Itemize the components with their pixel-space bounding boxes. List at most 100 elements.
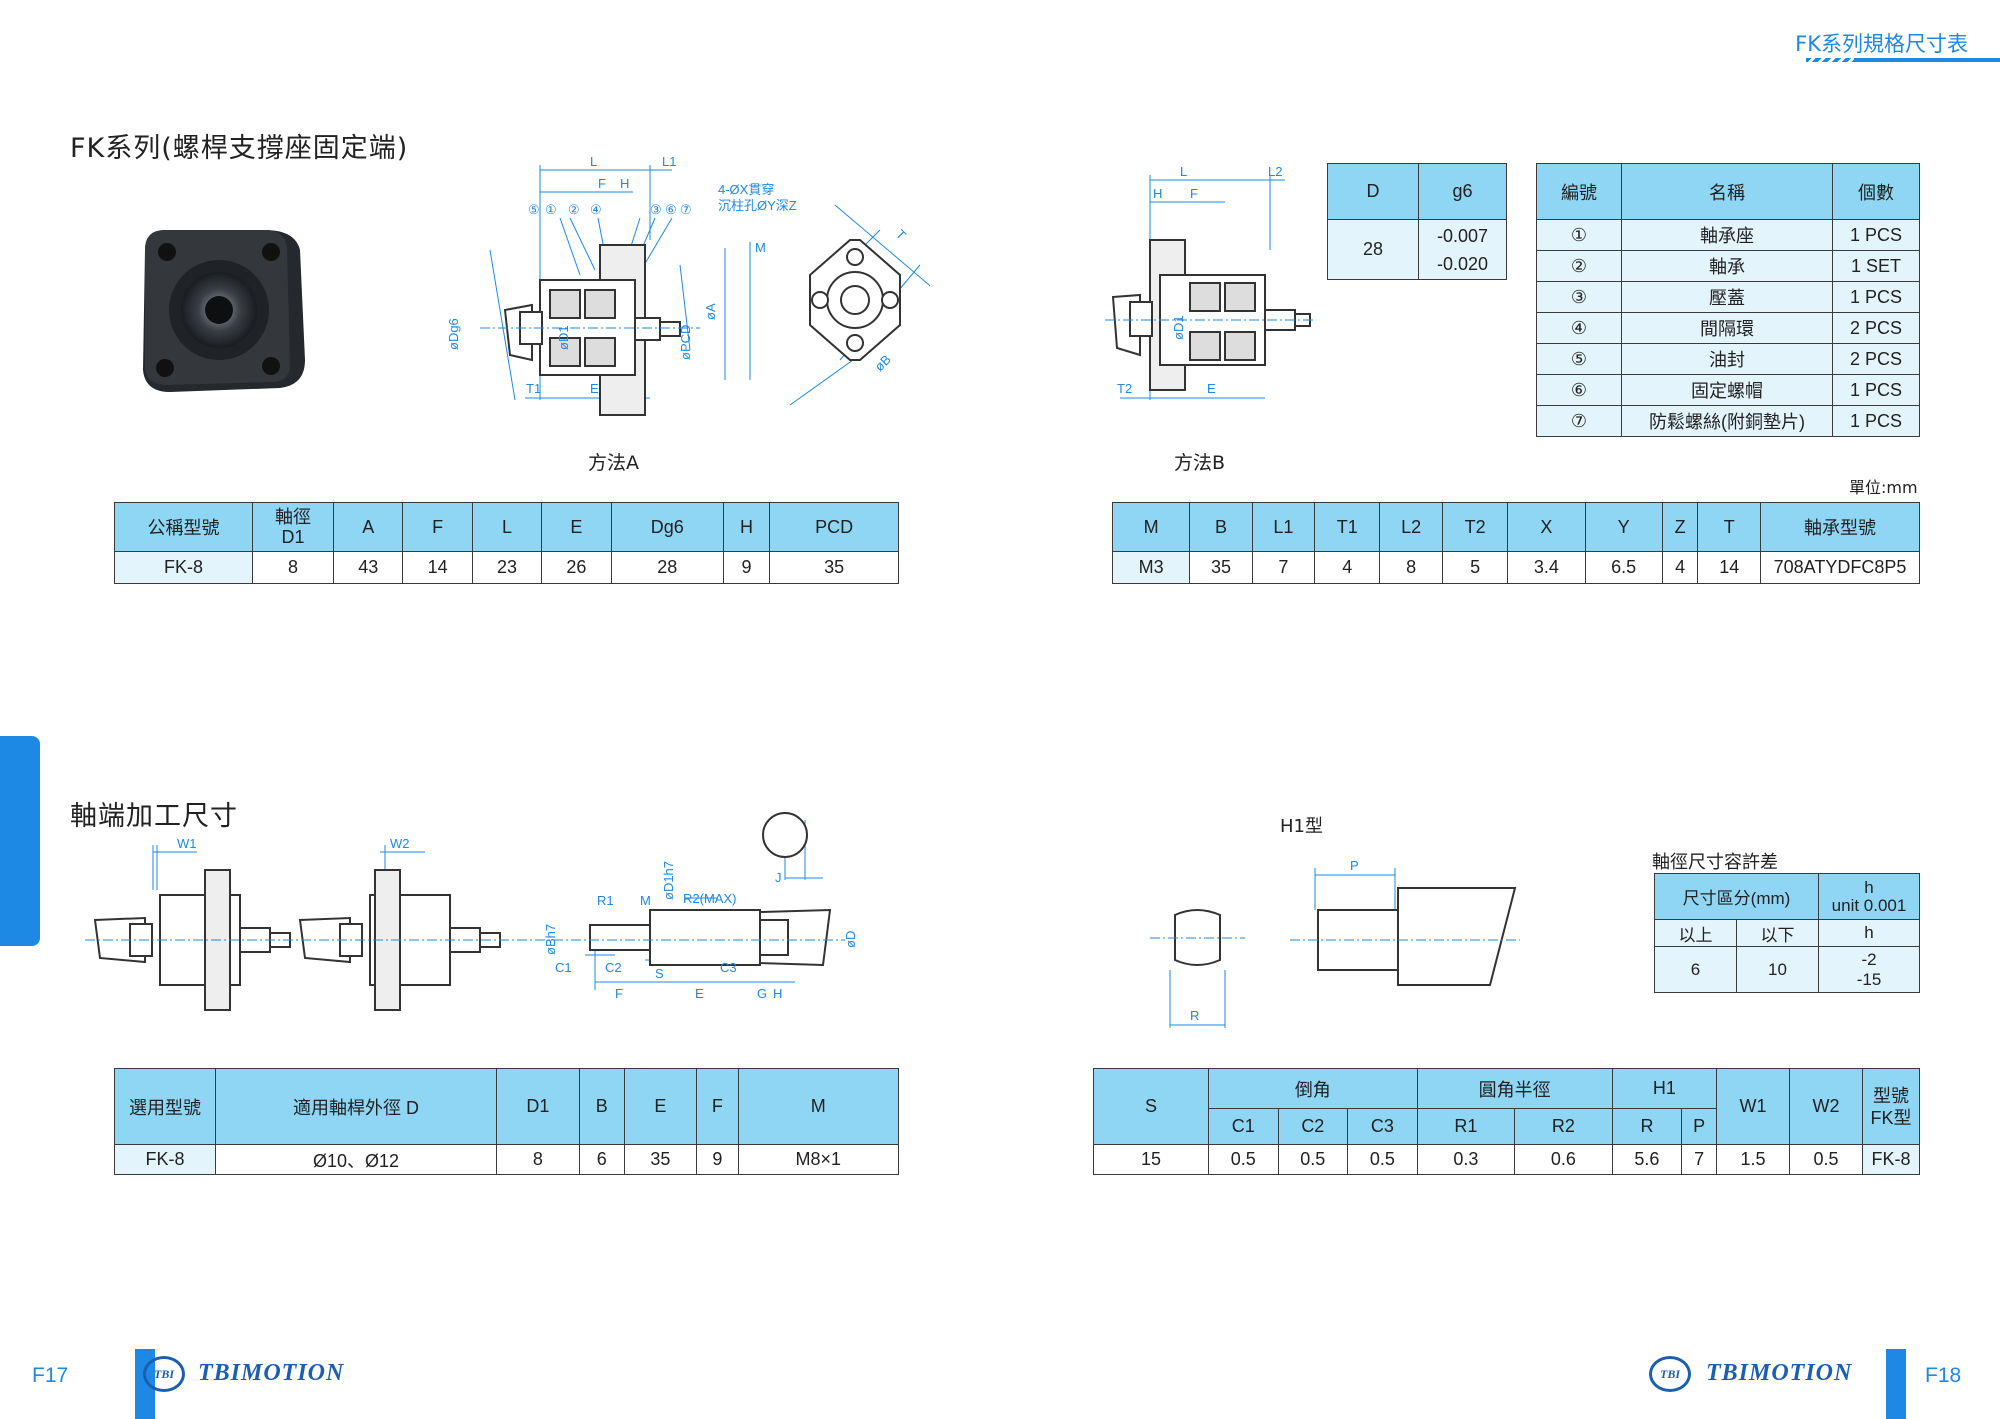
drawing-method-a: L L1 F H T1 E ⑤ ① ② ④ ③ ⑥ ⑦ 4-ØX貫穿 沉柱孔ØY… [446,154,930,416]
dims-table-2: M B L1 T1 L2 T2 X Y Z T 軸承型號 M3 35 7 4 8… [1111,502,1920,584]
product-photo [143,230,305,392]
svg-text:E: E [1207,381,1216,396]
th-w1: W1 [1716,1068,1790,1145]
svg-text:P: P [1350,858,1359,873]
th-pcd: PCD [769,502,899,552]
cell-pcd: 35 [769,551,899,584]
cell-l1: 7 [1251,551,1316,584]
sub-h: h [1818,919,1920,947]
svg-text:L: L [1180,164,1187,179]
dims-table-4: S 倒角 圓角半徑 H1 W1 W2 型號 FK型 C1 C2 C3 R1 R2… [1093,1068,1920,1175]
dims-table-1: 公稱型號 軸徑 D1 A F L E Dg6 H PCD FK-8 8 43 1… [114,502,899,584]
part-no: ④ [1536,312,1622,344]
svg-text:J: J [775,870,782,885]
svg-text:øPCD: øPCD [678,325,693,360]
th-select-model: 選用型號 [114,1068,216,1145]
part-no: ③ [1536,281,1622,313]
cell-m: M8×1 [737,1144,900,1175]
th-f: F [402,502,473,552]
svg-text:W1: W1 [177,836,197,851]
th-r: R [1611,1108,1683,1145]
part-name: 軸承 [1621,250,1833,282]
tol-lower: -0.020 [1436,253,1489,274]
cell-h-upper: -2 [1861,949,1877,969]
cell-m: M3 [1111,551,1191,584]
cell-x: 3.4 [1507,551,1586,584]
th-f: F [696,1068,739,1145]
cell-z: 4 [1661,551,1699,584]
th-t2: T2 [1441,502,1509,552]
svg-text:C2: C2 [605,960,622,975]
cell-r2: 0.6 [1514,1144,1613,1175]
th-e: E [623,1068,698,1145]
cell-dg6: 28 [610,551,724,584]
svg-text:④: ④ [590,202,602,217]
th-a: A [332,502,404,552]
th-s: S [1093,1068,1209,1145]
th-d1: D1 [496,1068,580,1145]
svg-text:沉柱孔ØY深Z: 沉柱孔ØY深Z [718,198,797,213]
svg-text:R1: R1 [597,893,614,908]
brand-name-right: TBIMOTION [1706,1360,1853,1386]
th-l2: L2 [1379,502,1443,552]
th-r1: R1 [1416,1108,1516,1145]
shaft-tol-title: 軸徑尺寸容許差 [1652,852,1778,873]
svg-text:③: ③ [650,202,662,217]
caption-h1-type: H1型 [1280,816,1323,837]
svg-text:S: S [655,966,664,981]
cell-bearing: 708ATYDFC8P5 [1760,551,1920,584]
th-unit: unit 0.001 [1831,895,1907,915]
cell-b: 6 [578,1144,625,1175]
th-e: E [541,502,612,552]
part-qty: 2 PCS [1832,343,1920,375]
drawing-shaft-end: W1 W2 R1 M R2(MAX) C1 C2 S C3 F E G H J … [85,812,858,1011]
svg-text:T2: T2 [1117,381,1132,396]
svg-text:L1: L1 [662,154,676,169]
svg-text:①: ① [545,202,557,217]
th-type: 型號 FK型 [1862,1068,1920,1145]
header-title: FK系列規格尺寸表 [1795,32,1968,56]
svg-text:F: F [615,986,623,1001]
svg-text:øD: øD [843,931,858,948]
cell-l2: 8 [1379,551,1443,584]
drawing-method-b: L L2 H F T2 E øD1 [1105,164,1315,400]
th-d1: 軸徑 D1 [252,502,334,552]
svg-text:H: H [1153,186,1162,201]
cell-r: 5.6 [1611,1144,1683,1175]
cell-t1: 4 [1314,551,1381,584]
th-y: Y [1584,502,1663,552]
th-l: L [471,502,543,552]
part-no: ② [1536,250,1622,282]
svg-text:M: M [755,240,766,255]
cell-h-lower: -15 [1856,969,1882,989]
side-tab-label: 螺桿支撐座 [10,830,32,925]
part-no: ⑦ [1536,405,1622,437]
svg-text:R2(MAX): R2(MAX) [683,891,736,906]
svg-text:E: E [695,986,704,1001]
caption-method-b: 方法B [1174,452,1226,474]
cell-model: FK-8 [114,551,253,584]
sub-over: 以上 [1654,919,1737,947]
svg-text:G: G [757,986,767,1001]
cell-b: 35 [1189,551,1253,584]
cell-t2: 5 [1441,551,1509,584]
cell-y: 6.5 [1584,551,1663,584]
tolerance-table: D g6 28 -0.007 -0.020 [1327,163,1507,280]
th-qty: 個數 [1832,163,1920,220]
part-no: ⑥ [1536,374,1622,406]
th-b: B [1189,502,1253,552]
th-bearing: 軸承型號 [1760,502,1920,552]
th-c3: C3 [1347,1108,1418,1145]
cell-over: 6 [1654,946,1737,993]
tbi-logo-icon: TBI [1649,1356,1691,1392]
cell-w2: 0.5 [1789,1144,1863,1175]
svg-text:F: F [1190,186,1198,201]
tol-upper: -0.007 [1436,225,1489,246]
part-qty: 1 PCS [1832,219,1920,251]
shaft-tol-table: 尺寸區分(mm) h unit 0.001 以上 以下 h 6 10 -2 -1… [1654,873,1920,993]
th-l1: L1 [1251,502,1316,552]
svg-text:L: L [590,154,597,169]
th-size-range: 尺寸區分(mm) [1654,873,1819,920]
th-t: T [1697,502,1761,552]
